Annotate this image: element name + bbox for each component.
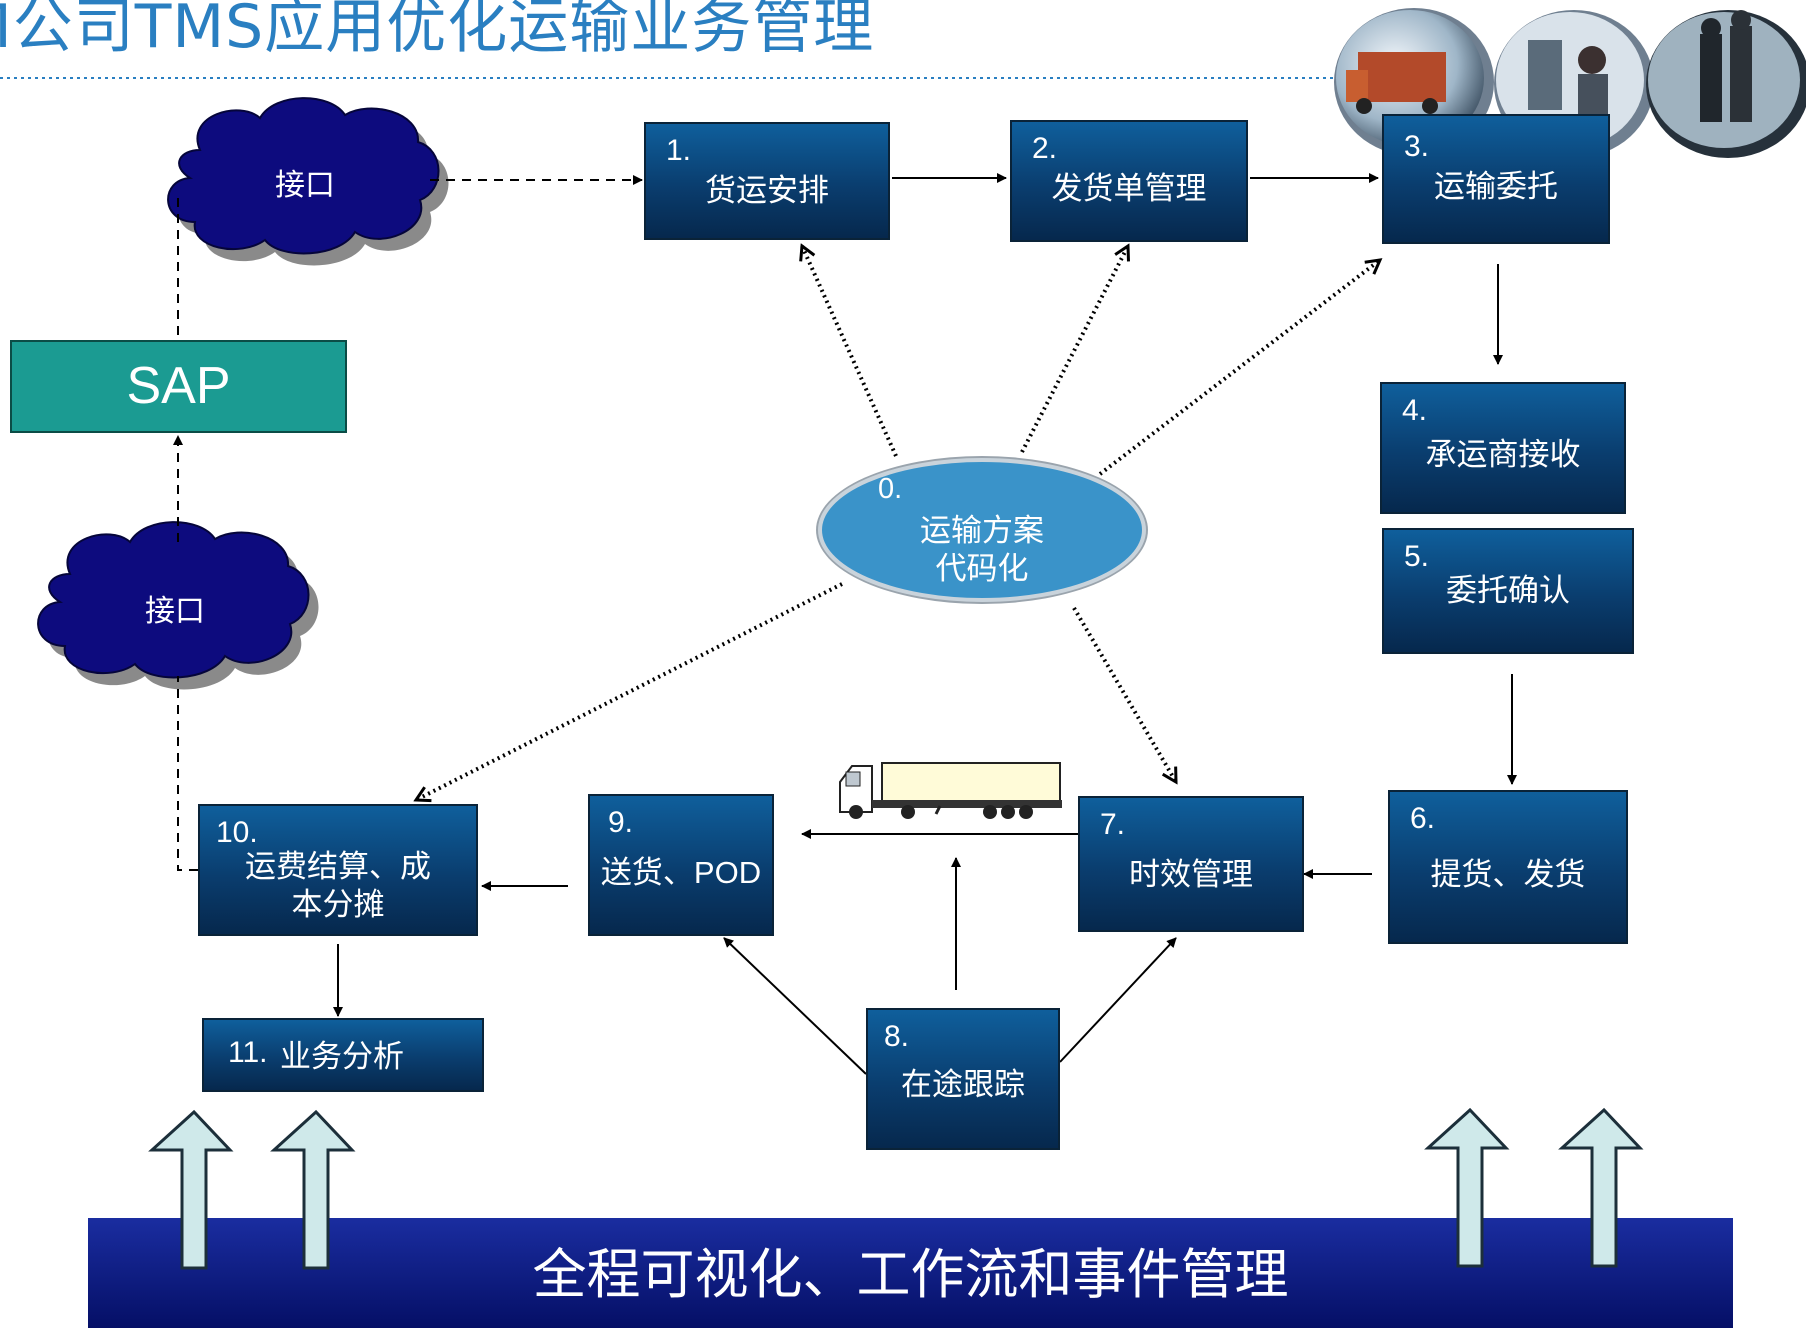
step-10-box: 10. 运费结算、成 本分摊 <box>198 804 478 936</box>
step-1-box: 1. 货运安排 <box>644 122 890 240</box>
step-2-num: 2. <box>1032 132 1058 165</box>
step-6-label: 提货、发货 <box>1430 857 1586 893</box>
step-7-box: 7. 时效管理 <box>1078 796 1304 932</box>
bottom-bar-label: 全程可视化、工作流和事件管理 <box>532 1243 1289 1306</box>
up-arrow-icon <box>1558 1107 1644 1268</box>
cloud-icon <box>37 521 319 690</box>
step-10-line2: 本分摊 <box>291 887 385 923</box>
business-people-photo-icon <box>1646 10 1806 158</box>
up-arrow-icon <box>148 1109 234 1270</box>
step-8-label: 在途跟踪 <box>901 1067 1025 1103</box>
step-4-num: 4. <box>1402 394 1428 427</box>
step-6-num: 6. <box>1410 802 1436 835</box>
step-3-num: 3. <box>1404 130 1430 163</box>
step-11-label: 业务分析 <box>280 1039 404 1075</box>
center-line1: 运输方案 <box>920 513 1044 549</box>
step-4-label: 承运商接收 <box>1425 437 1581 473</box>
up-arrow-icon <box>270 1109 356 1270</box>
step-3-box: 3. 运输委托 <box>1382 114 1610 244</box>
step-3-label: 运输委托 <box>1434 169 1558 205</box>
step-5-label: 委托确认 <box>1446 573 1570 609</box>
step-4-box: 4. 承运商接收 <box>1380 382 1626 514</box>
step-7-label: 时效管理 <box>1129 857 1253 893</box>
step-11-box: 11. 业务分析 <box>202 1018 484 1092</box>
center-ellipse <box>818 458 1146 602</box>
step-1-num: 1. <box>666 134 692 167</box>
step-2-box: 2. 发货单管理 <box>1010 120 1248 242</box>
cloud-icon <box>167 97 449 266</box>
step-5-num: 5. <box>1404 540 1430 573</box>
step-5-box: 5. 委托确认 <box>1382 528 1634 654</box>
sap-box: SAP <box>10 340 347 433</box>
step-10-line1: 运费结算、成 <box>245 849 431 885</box>
step-7-num: 7. <box>1100 808 1126 841</box>
step-11-num: 11. <box>228 1036 268 1069</box>
interface-label-top: 接口 <box>275 168 335 203</box>
step-10-num: 10. <box>216 816 258 849</box>
step-8-box: 8. 在途跟踪 <box>866 1008 1060 1150</box>
step-9-num: 9. <box>608 806 634 839</box>
step-8-num: 8. <box>884 1020 910 1053</box>
up-arrow-icon <box>1424 1107 1510 1268</box>
truck-icon <box>839 762 1062 819</box>
step-1-label: 货运安排 <box>705 173 829 209</box>
step-9-box: 9. 送货、POD <box>588 794 774 936</box>
center-line2: 代码化 <box>935 551 1029 587</box>
interface-label-bottom: 接口 <box>145 594 205 629</box>
step-2-label: 发货单管理 <box>1051 171 1207 207</box>
center-num: 0. <box>878 473 903 505</box>
page-title: M公司TMS应用优化运输业务管理 <box>0 0 875 62</box>
step-9-label: 送货、POD <box>600 855 762 890</box>
step-6-box: 6. 提货、发货 <box>1388 790 1628 944</box>
